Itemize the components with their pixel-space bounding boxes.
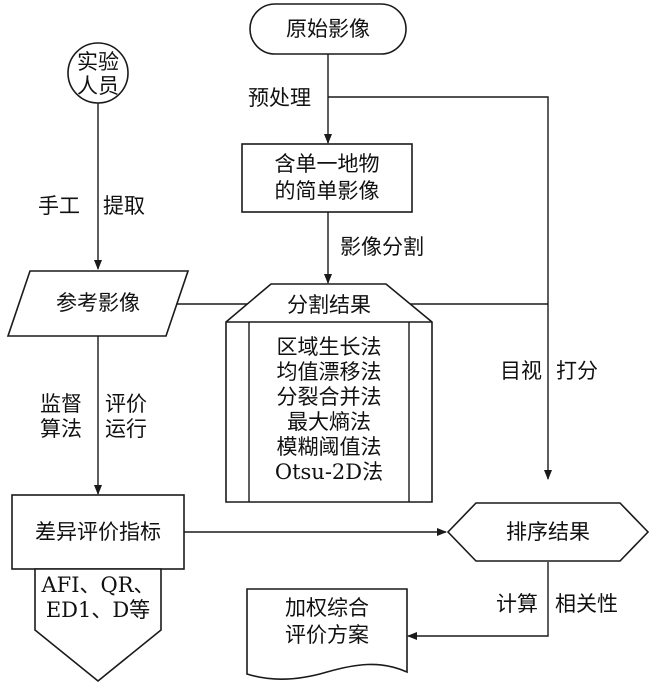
edge-label-segmentation: 影像分割 <box>340 235 424 259</box>
reference-image-label: 参考影像 <box>56 291 140 315</box>
weighted-scheme-line1: 加权综合 <box>285 596 369 620</box>
single-feature-image-line2: 的简单影像 <box>275 179 380 203</box>
edge-label-evaluation-line1: 评价 <box>105 392 147 416</box>
node-reference-image: 参考影像 <box>6 270 190 337</box>
edge-label-manual: 手工 <box>38 194 80 218</box>
node-difference-index: 差异评价指标 <box>11 494 185 570</box>
metrics-line2: ED1、D等 <box>46 598 150 622</box>
edge-label-supervised-line2: 算法 <box>40 417 82 441</box>
reference-image-shape <box>6 270 190 337</box>
node-single-feature-image: 含单一地物 的简单影像 <box>241 143 413 213</box>
weighted-scheme-line2: 评价方案 <box>285 623 369 647</box>
method-item: Otsu-2D法 <box>275 460 383 484</box>
original-image-label: 原始影像 <box>286 17 370 41</box>
experimenter-label-line2: 人员 <box>77 74 119 98</box>
edge-ranking-to-weighted <box>407 562 549 640</box>
edge-label-compute: 计算 <box>496 592 538 616</box>
node-segmentation-result: 分割结果 区域生长法 均值漂移法 分裂合并法 最大熵法 模糊阈值法 Otsu-2… <box>225 283 433 503</box>
weighted-scheme-shape <box>246 588 408 680</box>
ranking-result-label: 排序结果 <box>506 520 590 544</box>
edges <box>94 54 552 640</box>
ranking-result-shape <box>446 502 650 562</box>
metrics-shape <box>34 568 162 683</box>
edge-label-evaluation-line2: 运行 <box>105 417 147 441</box>
edge-label-correlation: 相关性 <box>555 592 618 616</box>
edge-label-preprocess: 预处理 <box>248 86 311 110</box>
edge-label-score: 打分 <box>556 359 598 383</box>
method-item: 均值漂移法 <box>277 360 382 384</box>
edge-label-extract: 提取 <box>103 194 145 218</box>
metrics-line1: AFI、QR、 <box>40 573 154 597</box>
original-image-shape <box>249 3 407 55</box>
experimenter-label-line1: 实验 <box>77 50 119 74</box>
node-metrics: AFI、QR、 ED1、D等 <box>34 568 162 683</box>
segmentation-result-label: 分割结果 <box>287 293 371 317</box>
node-ranking-result: 排序结果 <box>446 502 650 562</box>
node-original-image: 原始影像 <box>249 3 407 55</box>
edge-label-visual: 目视 <box>500 359 542 383</box>
node-experimenter: 实验 人员 <box>67 42 129 104</box>
single-feature-image-line1: 含单一地物 <box>275 152 380 176</box>
method-item: 模糊阈值法 <box>277 435 382 459</box>
difference-index-shape <box>11 494 185 570</box>
method-item: 最大熵法 <box>287 410 371 434</box>
method-item: 分裂合并法 <box>277 385 382 409</box>
edge-preprocess-to-visual <box>328 96 552 480</box>
single-feature-image-shape <box>241 143 413 213</box>
difference-index-label: 差异评价指标 <box>35 520 161 544</box>
edge-label-supervised-line1: 监督 <box>40 392 82 416</box>
method-item: 区域生长法 <box>277 335 382 359</box>
edge-labels: 预处理 手工 提取 影像分割 监督 算法 评价 运行 目视 打分 计算 相关性 <box>38 86 618 616</box>
node-weighted-scheme: 加权综合 评价方案 <box>246 588 408 680</box>
experimenter-shape <box>67 42 129 104</box>
